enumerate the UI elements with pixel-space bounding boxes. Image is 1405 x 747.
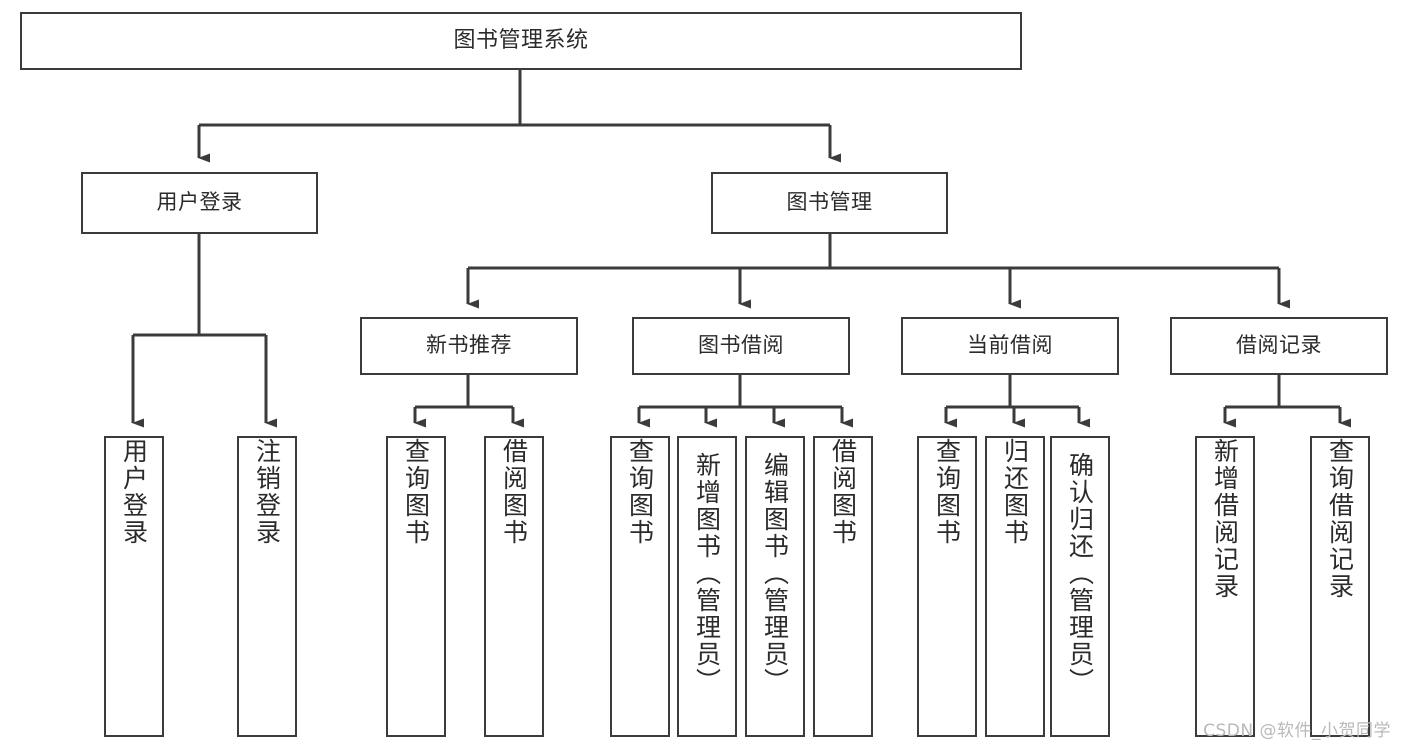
node-book-borrow[interactable]: 图书借阅	[632, 317, 850, 375]
node-user-login-label: 用户登录	[156, 190, 243, 215]
node-root-label: 图书管理系统	[453, 27, 589, 53]
node-leaf-return-book-label: 归还图书	[1000, 438, 1030, 546]
node-leaf-confirm-return-label: 确认归还（管理员）	[1065, 452, 1095, 695]
node-leaf-query-book-1-label: 查询图书	[401, 438, 431, 546]
node-current-borrow[interactable]: 当前借阅	[901, 317, 1119, 375]
node-user-login[interactable]: 用户登录	[81, 172, 318, 234]
node-new-book-recommend-label: 新书推荐	[426, 333, 512, 358]
node-leaf-add-book[interactable]: 新增图书（管理员）	[677, 436, 737, 737]
node-leaf-edit-book-label: 编辑图书（管理员）	[760, 452, 790, 695]
node-leaf-edit-book[interactable]: 编辑图书（管理员）	[745, 436, 805, 737]
node-leaf-user-logout[interactable]: 注销登录	[237, 436, 297, 737]
node-leaf-return-book[interactable]: 归还图书	[985, 436, 1045, 737]
node-leaf-borrow-book-2-label: 借阅图书	[828, 438, 858, 546]
node-leaf-user-login-label: 用户登录	[119, 438, 149, 546]
node-leaf-confirm-return[interactable]: 确认归还（管理员）	[1050, 436, 1110, 737]
node-leaf-borrow-book-2[interactable]: 借阅图书	[813, 436, 873, 737]
node-borrow-record-label: 借阅记录	[1236, 333, 1322, 358]
node-book-borrow-label: 图书借阅	[698, 333, 784, 358]
node-book-manage-label: 图书管理	[786, 190, 873, 215]
node-leaf-query-book-2-label: 查询图书	[625, 438, 655, 546]
node-leaf-query-book-1[interactable]: 查询图书	[386, 436, 446, 737]
node-leaf-user-login[interactable]: 用户登录	[104, 436, 164, 737]
node-leaf-add-record[interactable]: 新增借阅记录	[1195, 436, 1255, 737]
node-leaf-user-logout-label: 注销登录	[252, 438, 282, 546]
node-leaf-borrow-book-1-label: 借阅图书	[499, 438, 529, 546]
node-leaf-query-book-3-label: 查询图书	[932, 438, 962, 546]
node-borrow-record[interactable]: 借阅记录	[1170, 317, 1388, 375]
node-leaf-query-book-3[interactable]: 查询图书	[917, 436, 977, 737]
node-current-borrow-label: 当前借阅	[967, 333, 1053, 358]
node-book-manage[interactable]: 图书管理	[711, 172, 948, 234]
node-leaf-add-record-label: 新增借阅记录	[1210, 438, 1240, 600]
node-leaf-query-record-label: 查询借阅记录	[1325, 438, 1355, 600]
node-leaf-add-book-label: 新增图书（管理员）	[692, 452, 722, 695]
node-leaf-query-book-2[interactable]: 查询图书	[610, 436, 670, 737]
node-leaf-borrow-book-1[interactable]: 借阅图书	[484, 436, 544, 737]
node-new-book-recommend[interactable]: 新书推荐	[360, 317, 578, 375]
node-root[interactable]: 图书管理系统	[20, 12, 1022, 70]
node-leaf-query-record[interactable]: 查询借阅记录	[1310, 436, 1370, 737]
